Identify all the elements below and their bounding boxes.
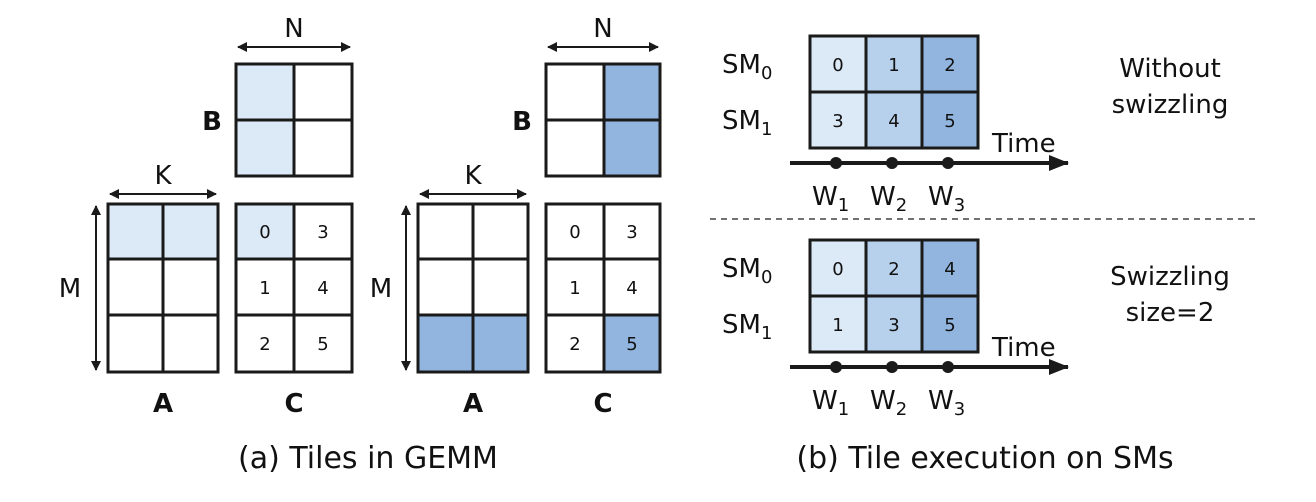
matrix-c-cell	[604, 204, 660, 259]
tile-number: 5	[944, 111, 955, 132]
label-m: M	[59, 274, 81, 304]
tile-number: 0	[832, 55, 843, 76]
matrix-c-cell	[294, 259, 352, 315]
sm-tile	[866, 36, 922, 92]
c-cell-label: 2	[569, 334, 580, 355]
caption-b: (b) Tile execution on SMs	[796, 441, 1173, 476]
sm-tile	[922, 92, 978, 148]
matrix-c-left: 0 3 1 4 2 5	[234, 202, 354, 374]
wave-label: W1	[812, 182, 849, 216]
sm0-label: SM0	[722, 254, 772, 288]
sm1-label: SM1	[722, 106, 772, 140]
label-m: M	[370, 274, 392, 304]
matrix-c-cell	[546, 315, 604, 372]
sm-tile	[810, 92, 866, 148]
matrix-c-cell	[546, 204, 604, 259]
c-cell-label: 4	[317, 278, 328, 299]
tile-number: 1	[888, 55, 899, 76]
wave-label: W3	[928, 182, 965, 216]
tile-number: 3	[832, 111, 843, 132]
wave-marker	[830, 157, 842, 169]
matrix-c-cell	[236, 204, 294, 259]
sm-tile	[810, 296, 866, 352]
time-label: Time	[991, 129, 1056, 159]
c-cell-label: 5	[626, 334, 637, 355]
wave-label: W3	[928, 386, 965, 420]
sm1-label: SM1	[722, 310, 772, 344]
side-label-line2: size=2	[1126, 298, 1215, 328]
caption-a: (a) Tiles in GEMM	[238, 441, 498, 476]
sm-tile	[810, 240, 866, 296]
wave-label: W2	[870, 386, 907, 420]
matrix-a-left	[106, 202, 220, 374]
matrix-c-cell	[236, 259, 294, 315]
c-cell-label: 3	[317, 222, 328, 243]
matrix-c-cell	[294, 204, 352, 259]
label-k: K	[154, 161, 172, 191]
c-cell-label: 4	[626, 278, 637, 299]
c-cell-label: 2	[259, 334, 270, 355]
wave-marker	[942, 157, 954, 169]
matrix-c-cell	[294, 315, 352, 372]
label-k: K	[464, 161, 482, 191]
time-label: Time	[991, 333, 1056, 363]
sm-schedule-without-swizzling: 0 1 2 3 4 5 SM0 SM1 Time W1 W2 W3 Withou…	[722, 34, 1229, 216]
label-c: C	[593, 389, 612, 419]
c-cell-label: 0	[569, 222, 580, 243]
c-cell-label: 1	[569, 278, 580, 299]
matrix-c-cell	[546, 259, 604, 315]
wave-marker	[942, 361, 954, 373]
label-n: N	[284, 14, 303, 44]
c-cell-label: 5	[317, 334, 328, 355]
label-a: A	[463, 389, 483, 419]
sm0-label: SM0	[722, 50, 772, 84]
c-cell-label: 1	[259, 278, 270, 299]
tile-number: 5	[944, 315, 955, 336]
sm-tile	[866, 240, 922, 296]
sm-tile	[922, 296, 978, 352]
side-label-line1: Without	[1119, 54, 1221, 84]
label-b: B	[512, 107, 532, 137]
wave-marker	[886, 361, 898, 373]
wave-label: W2	[870, 182, 907, 216]
tile-number: 0	[832, 259, 843, 280]
tile-number: 2	[944, 55, 955, 76]
side-label-line1: Swizzling	[1110, 262, 1230, 292]
sm-tile	[866, 296, 922, 352]
sm-tile	[922, 240, 978, 296]
tile-number: 2	[888, 259, 899, 280]
matrix-c-cell	[604, 259, 660, 315]
sm-tile	[810, 36, 866, 92]
tile-number: 1	[832, 315, 843, 336]
sm-tile	[922, 36, 978, 92]
label-c: C	[284, 389, 303, 419]
sm-tile	[866, 92, 922, 148]
wave-marker	[830, 361, 842, 373]
label-a: A	[153, 389, 173, 419]
label-n: N	[593, 14, 612, 44]
side-label-line2: swizzling	[1112, 90, 1229, 120]
matrix-c-right: 0 3 1 4 2 5	[544, 202, 662, 374]
tile-number: 4	[944, 259, 955, 280]
matrix-b-right	[544, 62, 662, 178]
matrix-b-left	[234, 62, 354, 178]
c-cell-label: 0	[259, 222, 270, 243]
matrix-a-right	[416, 202, 530, 374]
gemm-left: N B K M A 0 3	[59, 14, 354, 419]
wave-marker	[886, 157, 898, 169]
gemm-right: N B K M A 0 3 1	[370, 14, 662, 419]
tile-number: 4	[888, 111, 899, 132]
sm-schedule-with-swizzling: 0 2 4 1 3 5 SM0 SM1 Time W1 W2 W3 Swizzl…	[722, 238, 1230, 420]
label-b: B	[202, 107, 222, 137]
c-cell-label: 3	[626, 222, 637, 243]
matrix-c-cell	[604, 315, 660, 372]
wave-label: W1	[812, 386, 849, 420]
matrix-c-cell	[236, 315, 294, 372]
tile-number: 3	[888, 315, 899, 336]
